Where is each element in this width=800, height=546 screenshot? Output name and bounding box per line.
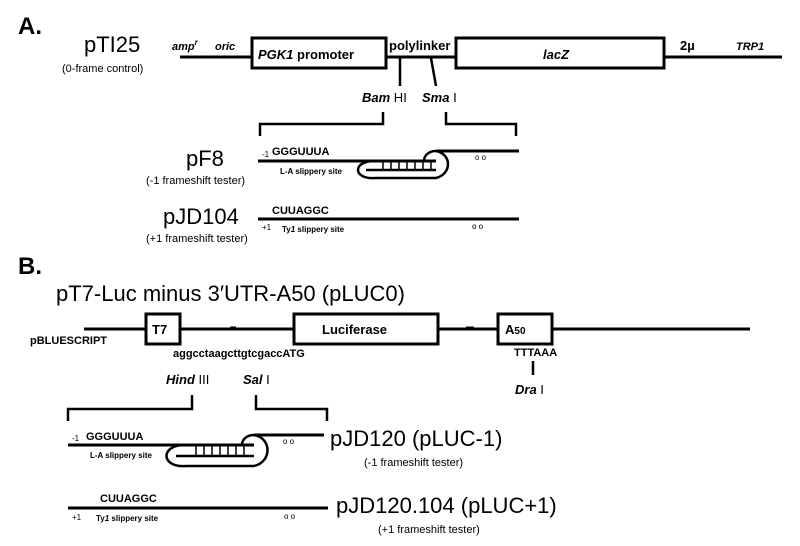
pf8-pseudoknot-loop	[356, 149, 450, 180]
pluc0-title: pT7-Luc minus 3′UTR-A50 (pLUC0)	[56, 281, 405, 306]
pbluescript-label: pBLUESCRIPT	[30, 335, 107, 347]
bamhi-bracket	[258, 112, 385, 136]
pluc-p1-label: pJD120.104 (pLUC+1)	[336, 493, 557, 518]
pgk1-promoter-box	[250, 36, 388, 70]
drai-label: Dra I	[515, 382, 544, 397]
amp-label: ampr	[172, 38, 199, 53]
pf8-site-label: L-A slippery site	[280, 167, 342, 176]
sali-label: Sal I	[243, 372, 270, 387]
a50-box	[496, 312, 554, 346]
two-micron-label: 2µ	[680, 38, 695, 53]
smai-label: Sma I	[422, 90, 457, 105]
luciferase-box	[292, 312, 440, 346]
lacz-box	[454, 36, 666, 70]
pf8-seq: GGGUUUA	[272, 146, 330, 158]
smai-tick	[429, 57, 438, 87]
panel-a-label: A.	[18, 13, 42, 40]
hindiii-label: Hind III	[166, 372, 209, 387]
pluc-m1-frame: -1	[72, 434, 80, 443]
pf8-note: (-1 frameshift tester)	[146, 175, 245, 187]
pjd104-label: pJD104	[163, 204, 239, 229]
pf8-pseudoknot-top	[422, 149, 437, 162]
hindiii-bracket	[66, 395, 194, 421]
ptI25-label: pTI25	[84, 32, 140, 57]
pluc-m1-label: pJD120 (pLUC-1)	[330, 426, 502, 451]
pluc-p1-frame: +1	[72, 513, 82, 522]
pgk1-promoter-label: PGK1 promoter	[258, 47, 354, 62]
bamhi-label: Bam HI	[362, 90, 407, 105]
pluc-p1-site-label: Ty1 slippery site	[96, 514, 159, 523]
panel-b-label: B.	[18, 253, 42, 280]
pjd104-site-label: Ty1 slippery site	[282, 225, 345, 234]
pluc-p1-marks: o o	[284, 512, 296, 521]
pluc-p1-note: (+1 frameshift tester)	[378, 524, 480, 536]
luciferase-label: Luciferase	[322, 322, 387, 337]
pluc-m1-site-label: L-A slippery site	[90, 451, 152, 460]
pluc-p1-seq: CUUAGGC	[100, 493, 157, 505]
a50-label: A50	[505, 322, 526, 337]
t7-box	[144, 312, 182, 346]
sali-bracket	[254, 395, 329, 421]
ttaaa-seq: TTTAAA	[514, 347, 557, 359]
trp1-label: TRP1	[736, 41, 764, 53]
pluc-m1-marks: o o	[283, 437, 295, 446]
linker-seq: aggcctaagcttgtcgaccATG	[173, 348, 305, 360]
pjd104-marks: o o	[472, 222, 484, 231]
pluc-m1-pseudoknot-loop	[165, 433, 269, 468]
lacz-label: lacZ	[543, 47, 570, 62]
pjd104-frame: +1	[262, 223, 272, 232]
pf8-stem-rungs	[382, 161, 432, 170]
pjd104-seq: CUUAGGC	[272, 205, 329, 217]
pluc-m1-note: (-1 frameshift tester)	[364, 457, 463, 469]
ptI25-note: (0-frame control)	[62, 63, 143, 75]
pluc-m1-seq: GGGUUUA	[86, 431, 144, 443]
pjd104-note: (+1 frameshift tester)	[146, 233, 248, 245]
pf8-frame: -1	[262, 150, 270, 159]
smai-bracket	[444, 112, 518, 136]
pluc-m1-pseudoknot-top	[240, 433, 255, 446]
t7-label: T7	[152, 322, 167, 337]
oric-label: oric	[215, 41, 235, 53]
pf8-marks: o o	[475, 153, 487, 162]
polylinker-label: polylinker	[389, 38, 450, 53]
pf8-label: pF8	[186, 146, 224, 171]
pluc-m1-stem-rungs	[195, 445, 245, 456]
